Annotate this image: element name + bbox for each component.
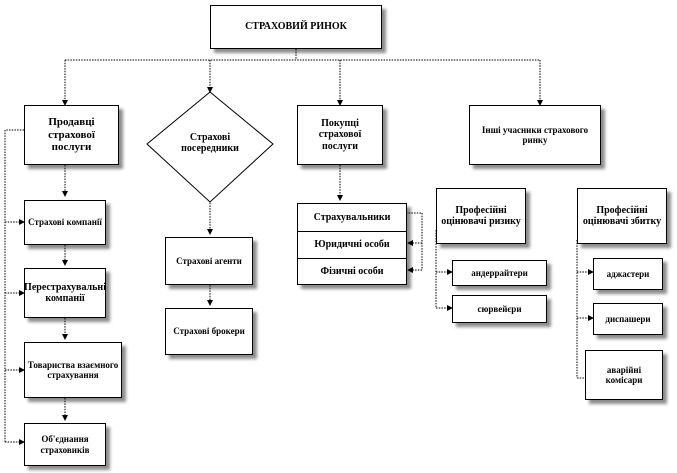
intermediaries-diamond [146, 91, 274, 203]
seller-item-box: Перестрахувальні компанії [24, 268, 106, 318]
root-box: СТРАХОВИЙ РИНОК [210, 5, 382, 49]
intermediary-item-label: Страхові брокери [173, 326, 245, 337]
loss-item-box: диспашери [593, 303, 663, 335]
loss-evaluators-title: Професійні оцінювачі збитку [582, 204, 662, 228]
loss-item-box: аджастери [593, 258, 663, 290]
buyer-row: Страхувальники [298, 204, 406, 231]
intermediary-item-box: Страхові агенти [165, 237, 253, 285]
loss-item-label: диспашери [605, 313, 651, 324]
buyer-row: Юридичні особи [298, 231, 406, 258]
risk-item-box: андеррайтери [452, 260, 547, 286]
seller-item-box: Товариства взаємного страхування [24, 342, 122, 398]
buyer-label: Юридичні особи [314, 239, 390, 251]
others-title-box: Інші учасники страхового ринку [469, 105, 601, 165]
intermediary-item-box: Страхові брокери [165, 308, 253, 355]
seller-item-label: Перестрахувальні компанії [24, 281, 106, 305]
risk-item-label: андеррайтери [471, 267, 528, 278]
risk-evaluators-box: Професійні оцінювачі ризику [436, 188, 526, 244]
buyer-label: Фізичні особи [320, 266, 384, 278]
buyers-title-box: Покупці страхової послуги [297, 105, 383, 165]
root-label: СТРАХОВИЙ РИНОК [245, 21, 347, 33]
sellers-title: Продавці страхової послуги [48, 116, 95, 154]
seller-item-box: Страхові компанії [24, 200, 106, 245]
buyer-row: Фізичні особи [298, 258, 406, 285]
loss-item-label: аджастери [606, 268, 650, 279]
sellers-title-box: Продавці страхової послуги [24, 105, 119, 165]
seller-item-label: Об'єднання страховиків [40, 434, 90, 455]
loss-item-label: аварійні комісари [605, 364, 643, 385]
others-title: Інші учасники страхового ринку [481, 124, 589, 145]
risk-item-box: сюрвейєри [452, 295, 547, 323]
buyers-title: Покупці страхової послуги [318, 117, 362, 152]
intermediary-item-label: Страхові агенти [176, 255, 242, 266]
seller-item-label: Страхові компанії [28, 217, 102, 228]
buyers-list-box: Страхувальники Юридичні особи Фізичні ос… [297, 203, 407, 285]
intermediaries-title: Страхові посередники [181, 131, 239, 155]
loss-item-box: аварійні комісари [585, 350, 663, 400]
risk-evaluators-title: Професійні оцінювачі ризику [441, 204, 521, 228]
seller-item-label: Товариства взаємного страхування [27, 359, 119, 380]
buyer-label: Страхувальники [313, 211, 391, 223]
intermediaries-title-box: Страхові посередники [172, 120, 248, 166]
loss-evaluators-box: Професійні оцінювачі збитку [577, 188, 667, 244]
risk-item-label: сюрвейєри [477, 303, 522, 314]
seller-item-box: Об'єднання страховиків [24, 423, 106, 466]
